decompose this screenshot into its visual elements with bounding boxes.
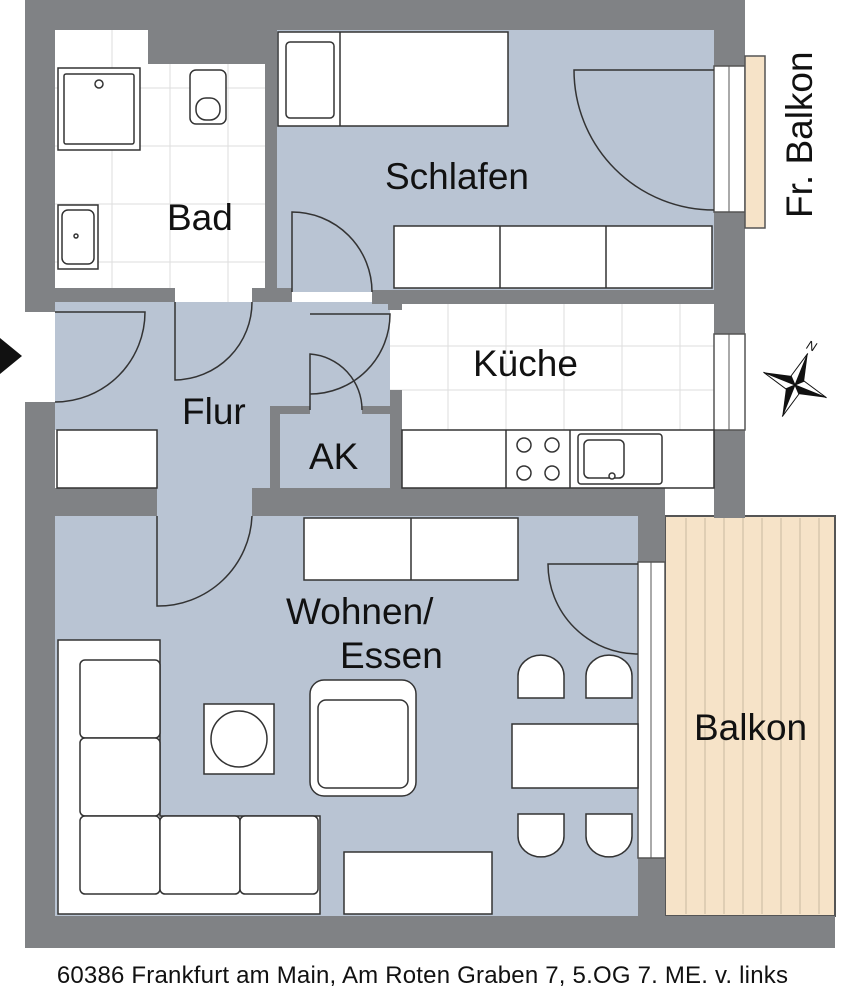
room-label-flur: Flur bbox=[182, 391, 246, 432]
wall-wohnen-top-right bbox=[252, 488, 665, 516]
compass-north-label: N bbox=[804, 337, 819, 355]
tv-bench bbox=[343, 851, 493, 915]
door-schlafen-swing bbox=[291, 211, 373, 293]
wall-right-mid2 bbox=[714, 430, 745, 518]
door-balkon-swing bbox=[547, 563, 639, 655]
balkon-slats bbox=[685, 518, 820, 914]
bad-fixtures bbox=[57, 67, 227, 270]
wall-ak-top bbox=[270, 406, 310, 414]
address-caption: 60386 Frankfurt am Main, Am Roten Graben… bbox=[56, 962, 789, 989]
door-kueche-swing bbox=[309, 313, 391, 395]
wardrobe bbox=[393, 225, 713, 289]
wall-bad-bottom-right bbox=[252, 288, 292, 302]
door-bad-swing bbox=[174, 301, 253, 381]
room-label-wohnen-line2: Essen bbox=[340, 635, 443, 676]
kueche-furniture bbox=[401, 429, 715, 489]
compass-rose-icon: N bbox=[763, 337, 827, 417]
flur-lower bbox=[157, 488, 257, 518]
wall-right-mid1 bbox=[714, 212, 745, 334]
chair bbox=[517, 654, 565, 699]
wall-right-upper bbox=[714, 0, 745, 66]
room-label-fr-balkon: Fr. Balkon bbox=[779, 51, 820, 218]
wall-top bbox=[25, 0, 745, 30]
wall-left-lower bbox=[25, 402, 55, 948]
ak-floor bbox=[280, 410, 392, 490]
room-label-wohnen-line1: Wohnen/ bbox=[286, 591, 434, 632]
schlafen-furniture bbox=[277, 31, 713, 289]
wall-kueche-left-lower bbox=[390, 390, 402, 490]
fr-balkon-railing bbox=[744, 55, 766, 229]
room-label-bad: Bad bbox=[167, 197, 233, 238]
room-label-ak: AK bbox=[309, 436, 359, 477]
wall-bottom bbox=[25, 916, 835, 948]
kitchen-counter bbox=[401, 429, 715, 489]
hall-cabinet bbox=[56, 429, 158, 489]
wall-kueche-left bbox=[388, 290, 402, 310]
windows bbox=[25, 55, 766, 859]
room-label-balkon: Balkon bbox=[694, 707, 807, 748]
flur-floor bbox=[55, 302, 390, 490]
walls bbox=[25, 0, 835, 948]
wall-wohnen-right-bottom bbox=[638, 858, 665, 948]
balkon-floor bbox=[665, 516, 835, 916]
entrance-opening bbox=[25, 312, 55, 402]
tile-grid-kueche bbox=[390, 302, 714, 430]
door-entrance-swing bbox=[54, 311, 146, 403]
wall-bad-notch bbox=[148, 30, 265, 64]
wall-wohnen-top-left bbox=[25, 488, 157, 516]
wohnen-furniture bbox=[57, 517, 639, 915]
dining-table bbox=[511, 723, 639, 789]
door-wohnen-swing bbox=[156, 515, 253, 607]
room-label-kueche: Küche bbox=[473, 343, 578, 384]
room-label-schlafen: Schlafen bbox=[385, 156, 529, 197]
door-frbalkon-swing bbox=[573, 69, 715, 211]
flur-furniture bbox=[56, 429, 158, 489]
chair bbox=[585, 654, 633, 699]
wall-bad-schlafen bbox=[265, 0, 277, 292]
door-ak-swing bbox=[309, 353, 363, 411]
chair bbox=[517, 813, 565, 858]
wall-bad-bottom-left bbox=[25, 288, 175, 302]
chair bbox=[585, 813, 633, 858]
wall-schlafen-bottom bbox=[372, 290, 744, 304]
entrance-arrow-icon bbox=[0, 338, 22, 374]
wall-left-upper bbox=[25, 0, 55, 312]
wall-ak-left bbox=[270, 408, 280, 490]
doors bbox=[54, 69, 715, 655]
wall-ak-top2 bbox=[362, 406, 402, 414]
